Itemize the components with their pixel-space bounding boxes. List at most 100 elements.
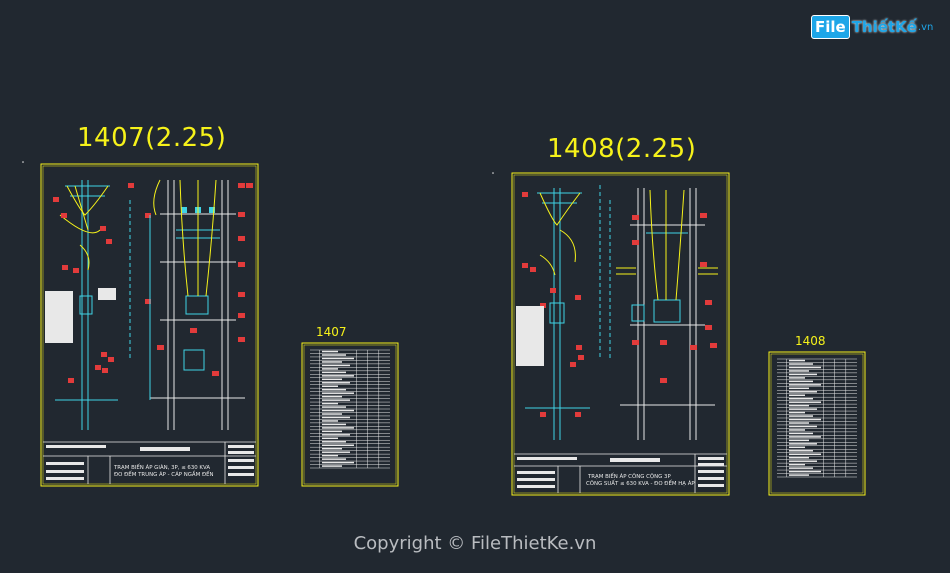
table-cell-text (322, 385, 338, 388)
table-cell-text (789, 463, 805, 466)
table-cell-text (322, 461, 354, 464)
table-cell-text (789, 429, 805, 431)
table-cell-text (789, 425, 817, 428)
yellow-conductors-right (616, 189, 718, 301)
table-cell-text (789, 446, 805, 449)
table-cell-text (789, 422, 809, 424)
table-cell-text (789, 418, 821, 421)
table-cell-text (322, 392, 354, 394)
table-cell-text (789, 411, 805, 414)
table-cell-text (789, 456, 809, 459)
table-cell-text (789, 470, 821, 473)
logo-text: ThiếtKế (851, 18, 917, 36)
table-sheet-1408 (768, 351, 866, 496)
table-cell-text (322, 444, 354, 447)
red-tags-right (522, 192, 584, 417)
conductor-lines-right (539, 192, 581, 276)
table-cell-text (322, 382, 350, 384)
table-cell-text (789, 387, 809, 390)
table-cell-text (789, 380, 813, 383)
caption-1408-line2: CÔNG SUẤT ≤ 630 KVA - ĐO ĐẾM HẠ ÁP (586, 481, 695, 487)
drawing-title-1407: 1407(2.25) (77, 123, 227, 153)
table-cell-text (789, 384, 821, 386)
table-cell-text (789, 436, 821, 438)
table-cell-text (322, 413, 342, 415)
caption-1407-line2: ĐO ĐẾM TRUNG ÁP - CÁP NGẦM ĐẾN (114, 472, 214, 478)
table-cell-text (789, 366, 821, 369)
table-cell-text (322, 423, 346, 426)
table-cell-text (789, 404, 809, 407)
white-note-block-left (45, 288, 116, 343)
table-cell-text (322, 406, 346, 408)
table-cell-text (789, 377, 805, 379)
copyright-text: Copyright © FileThietKe.vn (353, 533, 597, 554)
title-block-1407 (43, 441, 256, 484)
table-cell-text (789, 370, 809, 372)
drawing-sheet-1408 (511, 172, 730, 496)
table-cell-text (322, 361, 342, 363)
table-cell-text (322, 354, 346, 356)
table-cell-text (322, 420, 338, 422)
table-cell-text (789, 408, 817, 410)
cyan-busbars-right (599, 185, 688, 360)
title-block-cells-1408 (517, 457, 724, 488)
caption-1407-line1: TRẠM BIẾN ÁP GIÀN, 3P, ≤ 630 KVA (114, 465, 211, 471)
table-cell-text (322, 416, 350, 419)
logo-box: File (811, 15, 850, 39)
table-cell-text (322, 368, 338, 370)
table-cell-text (322, 378, 342, 381)
table-cell-text (322, 375, 354, 377)
table-cell-text (322, 388, 346, 391)
table-cell-text (322, 458, 346, 460)
red-tags-rack-left (157, 183, 253, 376)
title-block-cells-1407 (46, 445, 254, 480)
table-cell-text (322, 427, 354, 429)
table-cell-text (322, 447, 342, 450)
table-cell-text (322, 451, 350, 453)
table-cell-text (322, 430, 342, 433)
table-cell-text (322, 357, 354, 360)
table-cell-text (322, 454, 338, 457)
red-tags-left (53, 183, 151, 383)
table-cell-text (789, 460, 817, 462)
table-cell-text (789, 415, 813, 417)
table-cell-text (322, 395, 342, 398)
drawing-sheet-1407 (40, 163, 259, 487)
table-title-1407: 1407 (316, 325, 347, 339)
table-cell-text (322, 437, 338, 440)
drawing-title-1408: 1408(2.25) (547, 134, 697, 164)
table-cell-text (322, 409, 354, 412)
pole-diagram-right (525, 188, 590, 440)
cyan-busbars-left (129, 200, 220, 400)
table-cell-text (789, 443, 817, 445)
table-cell-text (789, 394, 805, 397)
caption-1408-line1: TRẠM BIẾN ÁP CÔNG CỘNG 3P (588, 474, 671, 480)
table-cell-text (789, 373, 817, 376)
table-cell-text (322, 371, 346, 374)
table-cell-text (789, 391, 817, 393)
table-cell-text (789, 359, 805, 362)
table-cell-text (322, 399, 350, 401)
table-cell-text (789, 474, 809, 476)
table-sheet-1407 (301, 342, 399, 487)
table-cell-text (322, 441, 346, 443)
white-note-block-right (516, 306, 544, 366)
table-cell-text (322, 350, 338, 353)
transformer-rack-right (620, 188, 715, 440)
table-cell-text (322, 364, 350, 367)
logo-suffix: .vn (917, 21, 934, 33)
conductor-lines-left (59, 185, 109, 271)
table-cell-text (789, 432, 813, 435)
table-cell-text (322, 434, 350, 436)
red-tags-rack-right (632, 213, 717, 383)
table-cell-text (789, 363, 813, 365)
table-cell-text (789, 450, 813, 452)
table-cell-text (789, 401, 821, 403)
table-cell-text (789, 453, 821, 456)
pole-diagram-left (55, 180, 118, 430)
table-cell-text (322, 402, 338, 405)
table-cell-text (789, 467, 813, 469)
table-title-1408: 1408 (795, 334, 826, 348)
site-logo[interactable]: File ThiếtKế .vn (811, 13, 933, 41)
